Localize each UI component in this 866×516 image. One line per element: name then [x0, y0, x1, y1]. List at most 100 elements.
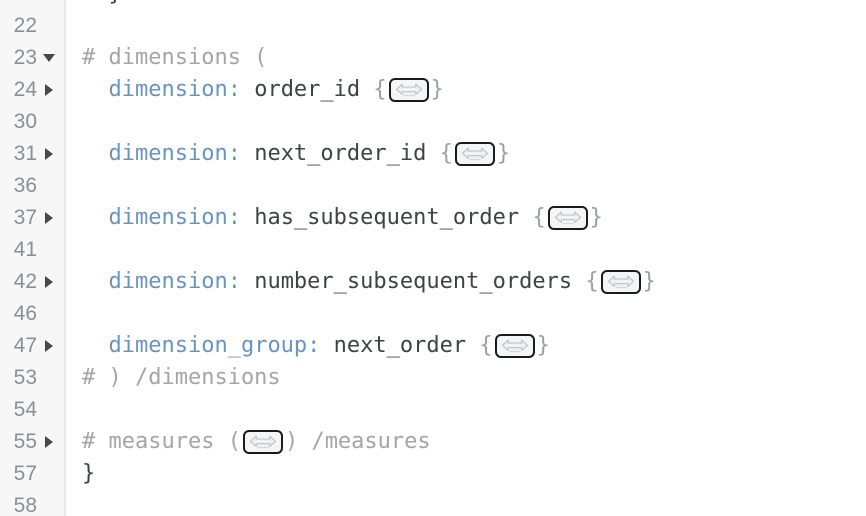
token-brace: }: [430, 77, 444, 102]
token-brace: }: [589, 205, 603, 230]
fold-collapsed-icon[interactable]: [37, 212, 61, 224]
folded-code-pill[interactable]: [454, 142, 495, 166]
line-number[interactable]: 22: [13, 14, 37, 37]
line-number[interactable]: 37: [13, 206, 37, 229]
token-brace: {: [439, 141, 453, 166]
code-line: 42 dimension: number_subsequent_orders {…: [0, 266, 866, 298]
line-number[interactable]: 55: [13, 430, 37, 453]
gutter-cell: 22: [0, 10, 66, 42]
line-number[interactable]: 58: [13, 494, 37, 516]
token-comment: ) /measures: [284, 429, 431, 454]
token-plain: [82, 266, 109, 298]
code-line: 55 # measures ( ) /measures: [0, 426, 866, 458]
folded-code-pill[interactable]: [388, 78, 429, 102]
fold-collapsed-icon[interactable]: [37, 276, 61, 288]
gutter-cell: 47: [0, 330, 66, 362]
fold-collapsed-icon[interactable]: [37, 436, 61, 448]
token-keyword: dimension:: [108, 141, 241, 166]
token-plain: order_id: [240, 77, 374, 102]
code-line: 46: [0, 298, 866, 330]
fold-expanded-icon[interactable]: [37, 54, 61, 62]
line-number[interactable]: 23: [13, 46, 37, 69]
code-line: 22: [0, 10, 866, 42]
token-brace: }: [496, 141, 511, 166]
gutter-cell: 24: [0, 74, 66, 106]
line-number[interactable]: 24: [13, 78, 37, 101]
line-number[interactable]: 46: [13, 302, 37, 325]
folded-code-pill[interactable]: [242, 430, 283, 454]
code-line-content[interactable]: [66, 234, 82, 266]
code-line: 54: [0, 394, 866, 426]
code-line-content[interactable]: [66, 394, 82, 426]
token-brace: {: [585, 269, 599, 294]
code-line-content[interactable]: dimension: has_subsequent_order {}: [66, 202, 603, 234]
gutter-cell: 41: [0, 234, 66, 266]
line-number[interactable]: 54: [13, 398, 37, 421]
folded-code-pill[interactable]: [547, 206, 588, 230]
line-number[interactable]: 42: [13, 270, 37, 293]
gutter-cell: 53: [0, 362, 66, 394]
folded-code-pill[interactable]: [494, 334, 535, 358]
code-line-content[interactable]: [66, 10, 82, 42]
token-plain: [82, 138, 109, 170]
gutter-cell: 21: [0, 0, 66, 10]
gutter-cell: 36: [0, 170, 66, 202]
code-line-content[interactable]: }: [66, 458, 95, 490]
token-plain: [82, 74, 109, 106]
code-line-content[interactable]: # measures ( ) /measures: [66, 426, 431, 458]
token-keyword: dimension_group:: [108, 333, 321, 358]
token-keyword: dimension:: [108, 269, 241, 294]
fold-collapsed-icon[interactable]: [37, 84, 61, 96]
token-plain: [82, 202, 109, 234]
token-plain: next_order_id: [240, 141, 440, 166]
fold-collapsed-icon[interactable]: [37, 340, 61, 352]
token-plain: has_subsequent_order: [240, 205, 533, 230]
code-line-content[interactable]: dimension: next_order_id {}: [66, 138, 510, 170]
code-line: 30: [0, 106, 866, 138]
code-line-content[interactable]: [66, 170, 82, 202]
fold-collapsed-icon[interactable]: [37, 148, 61, 160]
code-line-content[interactable]: # ) /dimensions: [66, 362, 281, 394]
code-line-content[interactable]: [66, 490, 82, 516]
line-number[interactable]: 53: [13, 366, 37, 389]
code-line: 53 # ) /dimensions: [0, 362, 866, 394]
line-number[interactable]: 21: [0, 0, 37, 10]
token-comment: # ) /dimensions: [82, 365, 281, 390]
gutter-cell: 54: [0, 394, 66, 426]
token-comment: # measures (: [82, 429, 241, 454]
code-line-content[interactable]: [66, 298, 82, 330]
code-line-content[interactable]: [66, 106, 82, 138]
code-line-content[interactable]: }: [66, 0, 121, 10]
line-number[interactable]: 57: [13, 462, 37, 485]
token-brace: {: [479, 333, 493, 358]
code-line-content[interactable]: dimension_group: next_order {}: [66, 330, 550, 362]
code-line: 47 dimension_group: next_order {}: [0, 330, 866, 362]
line-number-gutter: [0, 0, 66, 516]
gutter-cell: 58: [0, 490, 66, 516]
line-number[interactable]: 47: [13, 334, 37, 357]
token-brace: {: [373, 77, 387, 102]
token-comment: # dimensions (: [82, 45, 268, 70]
code-line: 24 dimension: order_id {}: [0, 74, 866, 106]
line-number[interactable]: 41: [13, 238, 37, 261]
code-line-content[interactable]: dimension: order_id {}: [66, 74, 444, 106]
token-plain: }: [82, 0, 121, 10]
code-line: 36: [0, 170, 866, 202]
gutter-cell: 37: [0, 202, 66, 234]
gutter-cell: 30: [0, 106, 66, 138]
code-line-content[interactable]: # dimensions (: [66, 42, 267, 74]
code-line: 21 }: [0, 0, 866, 10]
token-keyword: dimension:: [108, 77, 241, 102]
gutter-cell: 42: [0, 266, 66, 298]
token-brace: }: [536, 333, 550, 358]
line-number[interactable]: 30: [13, 110, 37, 133]
token-keyword: dimension:: [108, 205, 241, 230]
code-line-content[interactable]: dimension: number_subsequent_orders {}: [66, 266, 656, 298]
gutter-cell: 46: [0, 298, 66, 330]
line-number[interactable]: 36: [13, 174, 37, 197]
folded-code-pill[interactable]: [600, 270, 641, 294]
line-number[interactable]: 31: [13, 142, 37, 165]
token-plain: [82, 330, 109, 362]
